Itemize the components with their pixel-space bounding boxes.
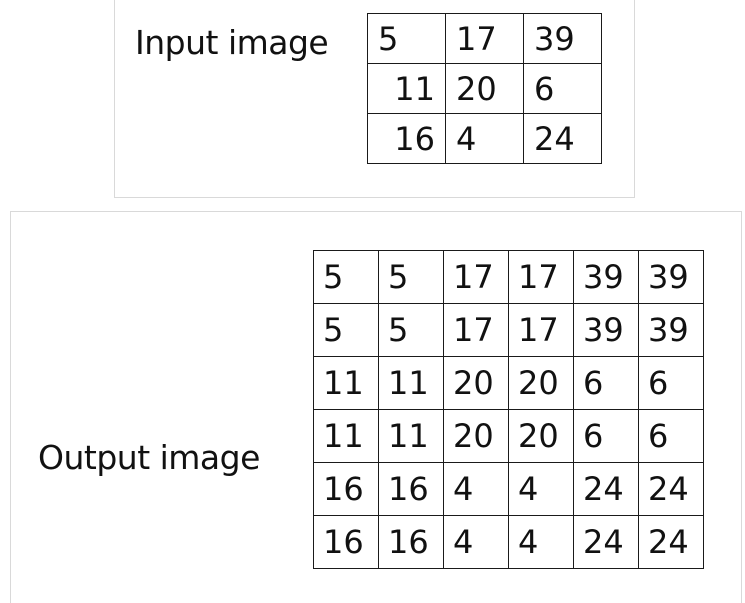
output-cell: 17 xyxy=(508,250,574,304)
output-cell: 6 xyxy=(638,356,704,410)
output-image-label: Output image xyxy=(38,438,260,477)
output-cell: 17 xyxy=(508,303,574,357)
output-cell: 20 xyxy=(443,409,509,463)
input-cell: 6 xyxy=(523,63,602,114)
output-cell: 16 xyxy=(378,462,444,516)
output-cell: 6 xyxy=(573,409,639,463)
output-cell: 11 xyxy=(378,356,444,410)
output-cell: 16 xyxy=(378,515,444,569)
output-cell: 24 xyxy=(573,462,639,516)
input-cell: 11 xyxy=(367,63,446,114)
output-cell: 39 xyxy=(573,250,639,304)
output-cell: 4 xyxy=(443,462,509,516)
output-cell: 39 xyxy=(638,303,704,357)
input-cell: 20 xyxy=(445,63,524,114)
input-image-label: Input image xyxy=(135,23,329,62)
input-row: 16 4 24 xyxy=(367,113,602,164)
output-cell: 5 xyxy=(313,250,379,304)
output-matrix: 5 5 17 17 39 39 5 5 17 17 39 39 11 11 20… xyxy=(313,250,704,569)
input-cell: 17 xyxy=(445,13,524,64)
output-cell: 24 xyxy=(573,515,639,569)
output-cell: 39 xyxy=(638,250,704,304)
input-cell: 5 xyxy=(367,13,446,64)
output-row: 16 16 4 4 24 24 xyxy=(313,515,704,569)
output-cell: 11 xyxy=(313,409,379,463)
output-panel: Output image 5 5 17 17 39 39 5 5 17 17 3… xyxy=(10,211,742,603)
output-cell: 17 xyxy=(443,303,509,357)
output-cell: 24 xyxy=(638,462,704,516)
output-cell: 17 xyxy=(443,250,509,304)
output-cell: 20 xyxy=(508,409,574,463)
output-row: 11 11 20 20 6 6 xyxy=(313,409,704,463)
output-cell: 11 xyxy=(378,409,444,463)
input-cell: 39 xyxy=(523,13,602,64)
output-cell: 4 xyxy=(508,515,574,569)
output-cell: 4 xyxy=(443,515,509,569)
output-cell: 4 xyxy=(508,462,574,516)
input-matrix: 5 17 39 11 20 6 16 4 24 xyxy=(367,13,602,164)
output-cell: 11 xyxy=(313,356,379,410)
output-row: 16 16 4 4 24 24 xyxy=(313,462,704,516)
output-cell: 5 xyxy=(378,303,444,357)
input-panel: Input image 5 17 39 11 20 6 16 4 24 xyxy=(114,0,635,198)
input-cell: 16 xyxy=(367,113,446,164)
output-cell: 16 xyxy=(313,462,379,516)
output-row: 5 5 17 17 39 39 xyxy=(313,250,704,304)
input-row: 11 20 6 xyxy=(367,63,602,114)
output-cell: 6 xyxy=(573,356,639,410)
output-row: 11 11 20 20 6 6 xyxy=(313,356,704,410)
output-row: 5 5 17 17 39 39 xyxy=(313,303,704,357)
output-cell: 5 xyxy=(313,303,379,357)
input-row: 5 17 39 xyxy=(367,13,602,64)
output-cell: 20 xyxy=(443,356,509,410)
output-cell: 6 xyxy=(638,409,704,463)
output-cell: 20 xyxy=(508,356,574,410)
input-cell: 24 xyxy=(523,113,602,164)
input-cell: 4 xyxy=(445,113,524,164)
output-cell: 5 xyxy=(378,250,444,304)
output-cell: 39 xyxy=(573,303,639,357)
output-cell: 16 xyxy=(313,515,379,569)
output-cell: 24 xyxy=(638,515,704,569)
